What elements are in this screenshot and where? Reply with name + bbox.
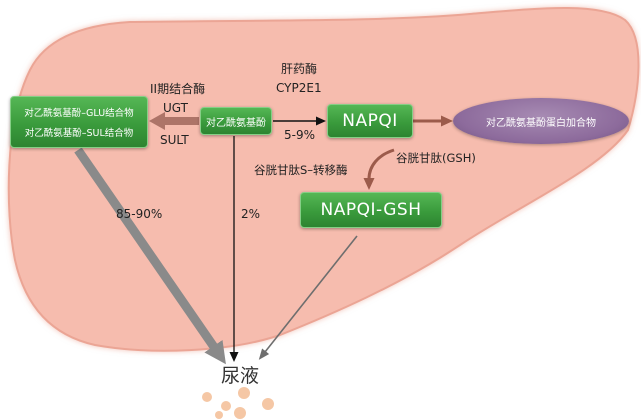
unchanged-excretion-fraction-label: 2% bbox=[241, 207, 261, 221]
urine-drop bbox=[202, 392, 212, 402]
urine-drop bbox=[215, 411, 223, 419]
conjugate-excretion-fraction-label: 85-90% bbox=[116, 207, 163, 221]
gsh-label: 谷胱甘肽(GSH) bbox=[396, 151, 476, 165]
urine-drops bbox=[202, 387, 274, 419]
oxidation-fraction-label: 5-9% bbox=[284, 128, 316, 142]
urine-label: 尿液 bbox=[221, 365, 260, 387]
urine-drop bbox=[221, 401, 231, 411]
protein-adduct-label: 对乙酰氨基酚蛋白加合物 bbox=[486, 117, 596, 129]
protein-adduct-node: 对乙酰氨基酚蛋白加合物 bbox=[453, 98, 629, 144]
napqi-gsh-excretion-arrow bbox=[258, 235, 358, 360]
napqi-gsh-node: NAPQI-GSH bbox=[300, 192, 442, 228]
phase2-enzyme-label: II期结合酶 bbox=[150, 82, 206, 96]
sult-label: SULT bbox=[160, 133, 189, 147]
gsh-conjugation-arrow bbox=[363, 148, 395, 190]
napqi-node: NAPQI bbox=[327, 104, 413, 138]
acetaminophen-node: 对乙酰氨基酚 bbox=[200, 107, 272, 135]
urine-drop bbox=[234, 407, 246, 419]
liver-enzyme-label: 肝药酶 bbox=[281, 62, 318, 76]
glu-conjugate-label: 对乙酰氨基酚–GLU结合物 bbox=[24, 108, 134, 119]
conjugate-excretion-arrow bbox=[74, 147, 226, 365]
urine-drop bbox=[262, 398, 274, 410]
liver-shape bbox=[7, 7, 640, 352]
cyp2e1-label: CYP2E1 bbox=[276, 81, 322, 95]
gst-label: 谷胱甘肽S–转移酶 bbox=[254, 163, 348, 177]
ugt-label: UGT bbox=[163, 101, 188, 115]
urine-drop bbox=[238, 387, 250, 399]
conjugates-node: 对乙酰氨基酚–GLU结合物 对乙酰氨基酚–SUL结合物 bbox=[10, 96, 148, 148]
sul-conjugate-label: 对乙酰氨基酚–SUL结合物 bbox=[24, 128, 134, 139]
